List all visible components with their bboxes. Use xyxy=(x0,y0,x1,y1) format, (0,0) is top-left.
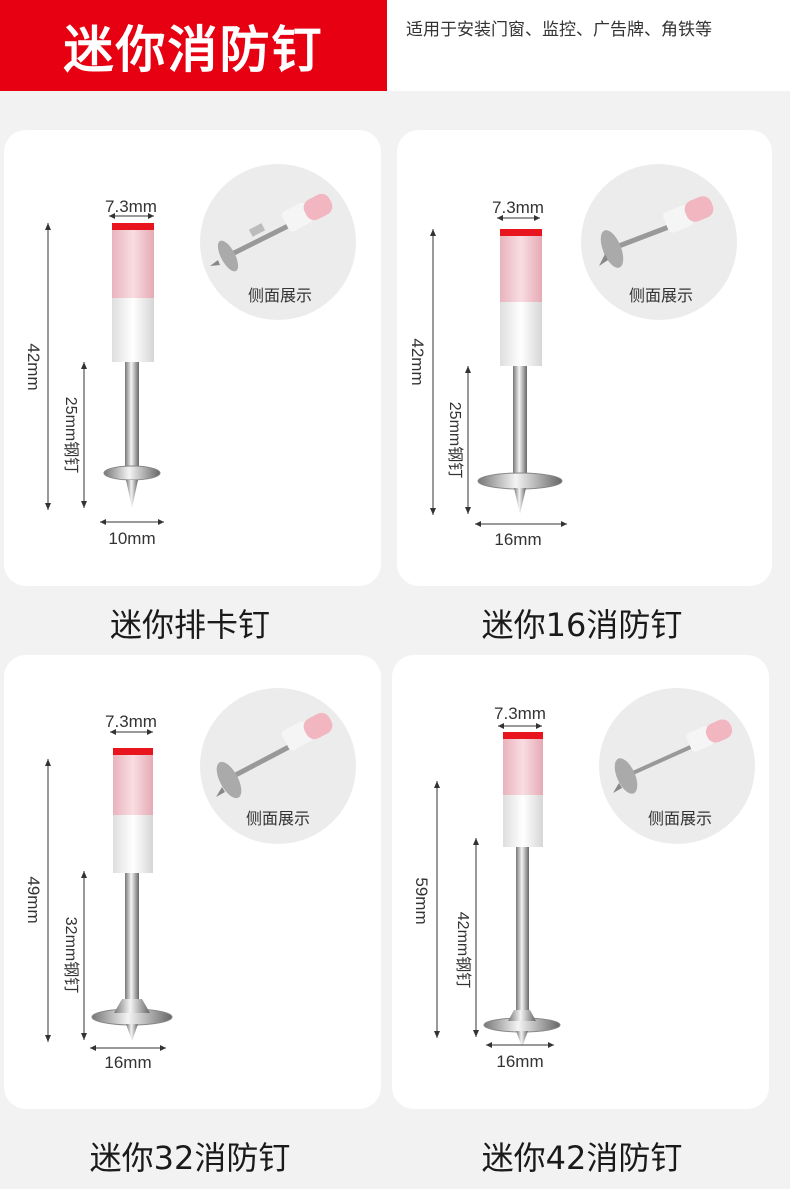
product-card-1: 7.3mm 42mm 25mm钢钉 10mm 侧面展示 xyxy=(4,130,381,586)
product-card-4: 7.3mm 59mm 42mm钢钉 16mm 侧面展示 xyxy=(392,655,769,1109)
top-width-label: 7.3mm xyxy=(494,704,546,723)
side-view-nail xyxy=(599,196,714,268)
washer-label: 16mm xyxy=(496,1052,543,1071)
side-view-label: 侧面展示 xyxy=(246,809,310,828)
title-banner: 迷你消防钉 xyxy=(0,0,387,91)
washer-label: 16mm xyxy=(104,1053,151,1072)
nail-length-label: 32mm钢钉 xyxy=(62,917,80,993)
nail-length-label: 25mm钢钉 xyxy=(446,402,464,478)
top-width-label: 7.3mm xyxy=(105,712,157,731)
page-title: 迷你消防钉 xyxy=(63,20,324,79)
side-view-nail xyxy=(613,719,733,794)
side-view-nail xyxy=(216,712,333,799)
side-view-label: 侧面展示 xyxy=(248,286,312,305)
side-view-label: 侧面展示 xyxy=(629,286,693,305)
total-length-label: 42mm xyxy=(408,338,427,385)
nail-diagram-2: 7.3mm 42mm 25mm钢钉 16mm 侧面展示 xyxy=(408,164,737,549)
product-name-3: 迷你32消防钉 xyxy=(89,1139,291,1177)
side-view-nail xyxy=(210,193,333,272)
nail-diagram-4: 7.3mm 59mm 42mm钢钉 16mm 侧面展示 xyxy=(412,688,755,1071)
product-name-4: 迷你42消防钉 xyxy=(481,1139,683,1177)
top-width-label: 7.3mm xyxy=(492,198,544,217)
nail-length-label: 42mm钢钉 xyxy=(454,912,472,988)
nail-length-label: 25mm钢钉 xyxy=(62,397,80,473)
nail-diagram-3: 7.3mm 49mm 32mm钢钉 16mm 侧面展示 xyxy=(24,688,356,1072)
side-view-label: 侧面展示 xyxy=(648,809,712,828)
product-card-2: 7.3mm 42mm 25mm钢钉 16mm 侧面展示 xyxy=(397,130,772,586)
product-card-3: 7.3mm 49mm 32mm钢钉 16mm 侧面展示 xyxy=(4,655,381,1109)
nail-diagram-1: 7.3mm 42mm 25mm钢钉 10mm 侧面展示 xyxy=(24,164,356,548)
header: 迷你消防钉 适用于安装门窗、监控、广告牌、角铁等 xyxy=(0,0,790,91)
product-name-1: 迷你排卡钉 xyxy=(109,606,270,644)
top-width-label: 7.3mm xyxy=(105,197,157,216)
washer-label: 10mm xyxy=(108,529,155,548)
product-name-2: 迷你16消防钉 xyxy=(481,606,683,644)
washer-label: 16mm xyxy=(494,530,541,549)
total-length-label: 42mm xyxy=(24,343,43,390)
page-subtitle: 适用于安装门窗、监控、广告牌、角铁等 xyxy=(406,20,712,40)
total-length-label: 49mm xyxy=(24,876,43,923)
total-length-label: 59mm xyxy=(412,877,431,924)
